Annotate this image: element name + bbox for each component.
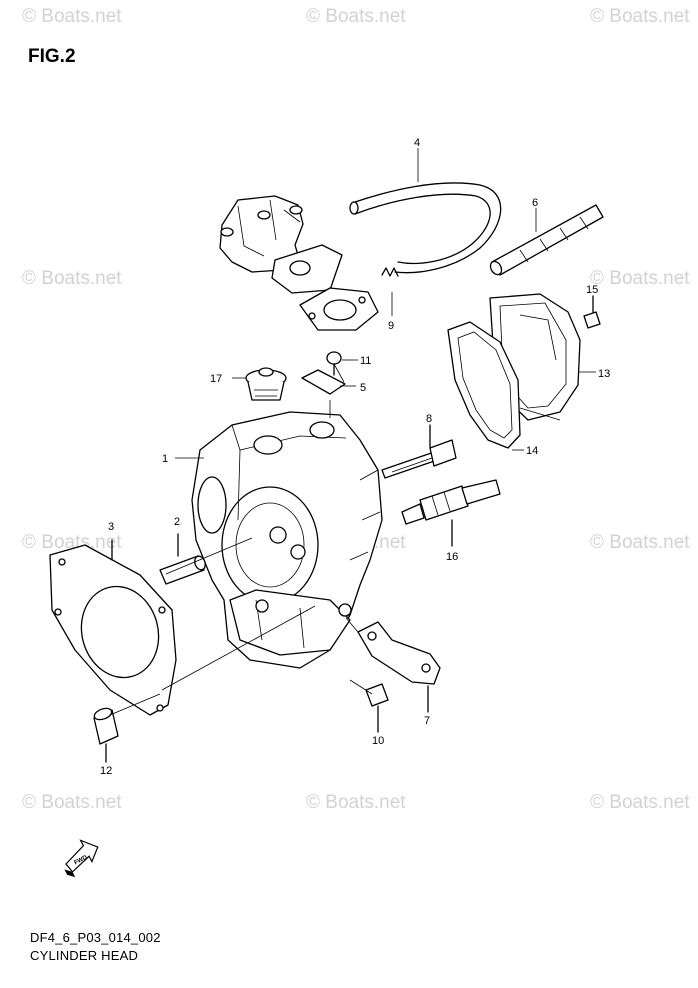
bolt-part-15: [583, 295, 601, 329]
callout-label: 17: [210, 373, 222, 385]
watermark: © Boats.net: [22, 792, 122, 813]
watermark: © Boats.net: [590, 532, 690, 553]
watermark: © Boats.net: [22, 532, 122, 553]
callout-label: 13: [598, 368, 610, 380]
callout-label: 5: [360, 382, 366, 394]
callout-labels: 4 6 15 9 11 5 13 17 8 14 1 3 2 16 7 10 1…: [100, 137, 610, 777]
watermark: © Boats.net: [306, 6, 406, 27]
watermark: © Boats.net: [22, 268, 122, 289]
callout-label: 1: [162, 453, 168, 465]
callout-label: 6: [532, 197, 538, 209]
spark-plug-part-16: [401, 479, 501, 547]
callout-label: 9: [388, 320, 394, 332]
cover-gasket: [299, 287, 379, 331]
gasket-part-14: [447, 321, 521, 449]
callout-label: 16: [446, 551, 458, 563]
bolt-part-10: [365, 683, 389, 733]
stud-bolt-part-8: [381, 424, 457, 479]
callout-label: 2: [174, 516, 180, 528]
tube-part-6: [489, 204, 604, 276]
screw-part-11: [326, 351, 342, 376]
cylinder-head-part-1: [191, 411, 383, 669]
callout-label: 7: [424, 715, 430, 727]
thermostat-part-17: [245, 367, 287, 401]
diagram-name: CYLINDER HEAD: [30, 948, 139, 963]
diagram-code: DF4_6_P03_014_002: [30, 930, 161, 945]
clip-part-9: [381, 267, 399, 316]
plate-part-5: [301, 369, 346, 395]
callout-label: 8: [426, 413, 432, 425]
callout-leaders: [175, 148, 596, 459]
watermark: © Boats.net: [590, 792, 690, 813]
watermark: © Boats.net: [590, 6, 690, 27]
hose-part-4: [349, 182, 502, 274]
callout-label: 11: [360, 355, 371, 367]
callout-label: 15: [586, 284, 598, 296]
callout-label: 12: [100, 765, 112, 777]
dowel-part-12: [93, 707, 119, 763]
watermark: © Boats.net: [590, 268, 690, 289]
thermostat-cover: [219, 195, 343, 294]
head-gasket-part-3: [49, 539, 177, 716]
watermark: © Boats.net: [22, 6, 122, 27]
assembly-lines: [109, 363, 561, 716]
fwd-arrow-icon: FWD: [64, 839, 99, 878]
callout-label: 4: [414, 137, 420, 149]
callout-label: 10: [372, 735, 384, 747]
figure-title: FIG.2: [28, 46, 76, 67]
watermark: © Boats.net: [306, 792, 406, 813]
callout-label: 14: [526, 445, 538, 457]
bracket-part-7: [357, 621, 441, 713]
callout-label: 3: [108, 521, 114, 533]
